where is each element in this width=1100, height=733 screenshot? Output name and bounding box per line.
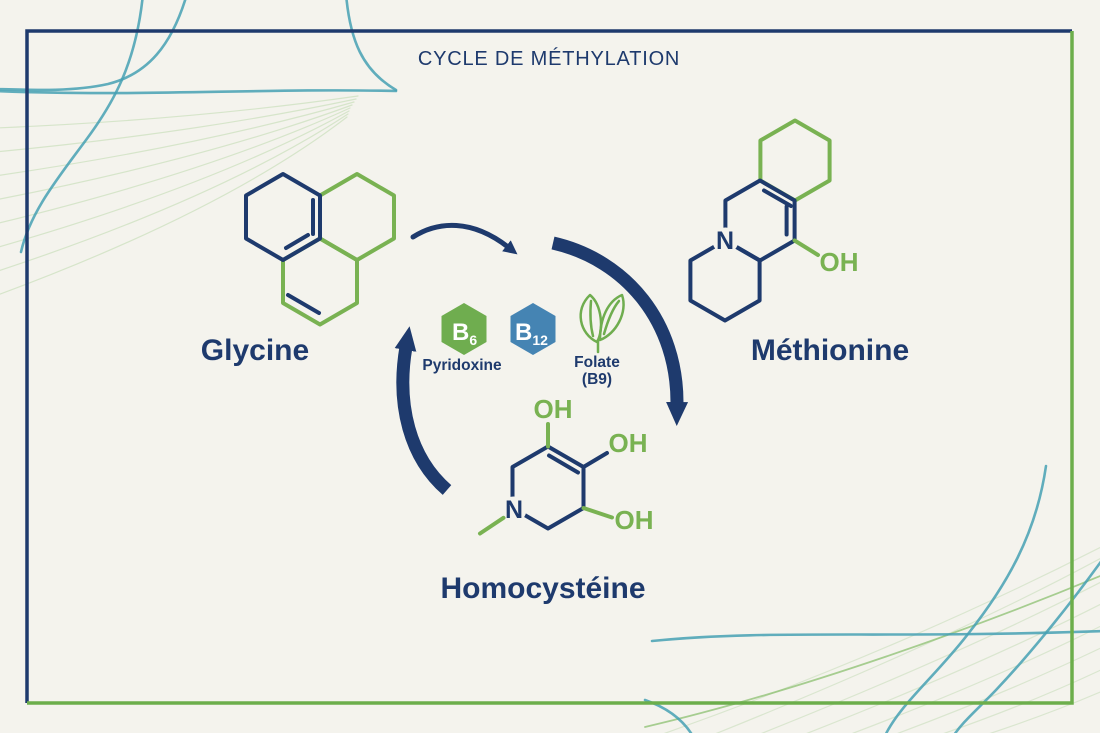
nitrogen-mask [712, 227, 739, 254]
arrow-homocysteine-to-glycine [394, 326, 452, 495]
methionine-nitrogen-label: N [716, 227, 734, 255]
methionine-hydroxyl-bond [792, 238, 820, 257]
corner-decoration-top-left [0, 0, 398, 295]
folate-badge: Folate (B9) [574, 293, 625, 388]
methionine-molecule [688, 118, 832, 323]
homocysteine-double-bond [547, 453, 580, 475]
homocysteine-hydroxyl-upper-right-label: OH [609, 428, 648, 458]
folate-label: Folate [574, 354, 620, 371]
glycine-double-bond [286, 293, 321, 315]
glycine-double-bond [284, 233, 310, 250]
cycle-arrows [394, 222, 689, 495]
homocysteine-hydroxyl-bond-upper-right [581, 451, 609, 469]
glycine-label: Glycine [201, 334, 309, 367]
homocysteine-nitrogen-label: N [505, 496, 523, 524]
homocysteine-label: Homocystéine [440, 572, 645, 605]
b12-symbol: B12 [515, 319, 548, 348]
corner-decoration-bottom-right [643, 464, 1100, 733]
homocysteine-molecule [478, 422, 614, 536]
homocysteine-methyl-bond [478, 515, 506, 536]
b6-subscript: 6 [469, 332, 477, 348]
methionine-ring-bottom-left [688, 238, 762, 323]
b6-hexagon-icon [441, 303, 487, 355]
b6-symbol: B6 [452, 319, 477, 348]
homocysteine-hydroxyl-right-label: OH [615, 505, 654, 535]
folate-designation-label: (B9) [582, 371, 612, 388]
arrow-glycine-to-methionine [410, 222, 518, 255]
methionine-double-bond [762, 188, 793, 208]
pyridoxine-label: Pyridoxine [422, 357, 502, 374]
frame-border-navy [25, 29, 1072, 703]
frame-border-green [27, 31, 1074, 705]
nitrogen-mask [500, 496, 527, 523]
homocysteine-hydroxyl-top-label: OH [534, 394, 573, 424]
methionine-label: Méthionine [751, 334, 909, 367]
folate-leaf-icon [579, 293, 625, 354]
glycine-ring-top-left [244, 172, 322, 262]
homocysteine-hydroxyl-bond-right [581, 506, 614, 520]
b12-subscript: 12 [532, 332, 548, 348]
diagram-title: CYCLE DE MÉTHYLATION [418, 47, 680, 70]
arrow-methionine-to-homocysteine [551, 236, 689, 426]
b6-badge: B6 Pyridoxine [422, 303, 502, 374]
b12-hexagon-icon [510, 303, 556, 355]
b12-badge: B12 [510, 303, 556, 355]
glycine-molecule [244, 172, 396, 327]
methionine-hydroxyl-label: OH [820, 247, 859, 277]
